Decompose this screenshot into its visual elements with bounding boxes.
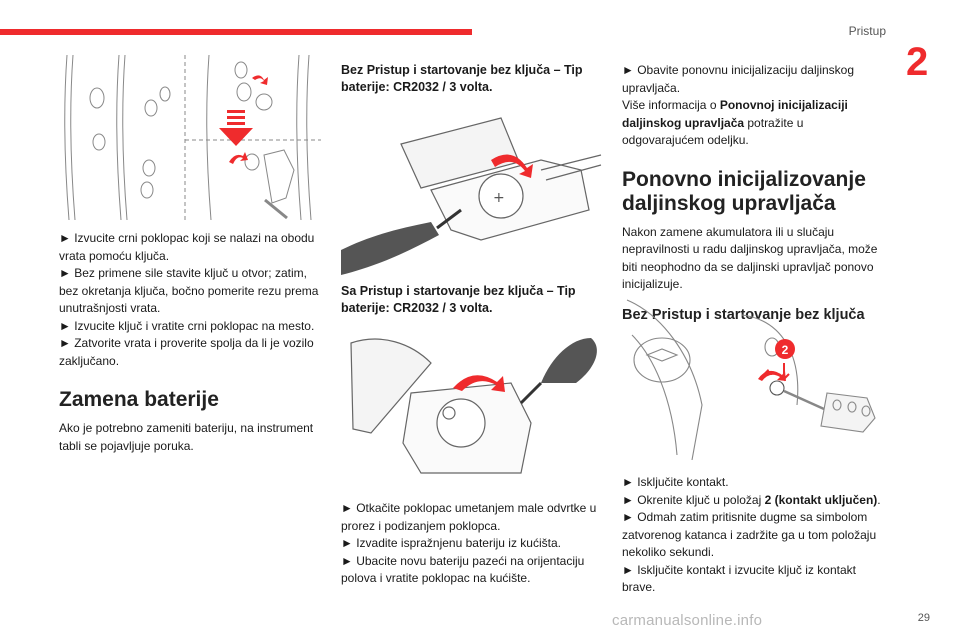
column-3: ► Obavite ponovnu inicijalizaciju daljin… — [622, 62, 884, 334]
turn-key-bold: 2 (kontakt uključen) — [764, 492, 878, 507]
battery-intro: Ako je potrebno zameniti bateriju, na in… — [59, 421, 314, 453]
ignition-key-figure: 2 — [622, 295, 884, 460]
section-title: Pristup — [848, 24, 886, 38]
step-unclip-cover: ► Otkačite poklopac umetanjem male odvrt… — [341, 501, 597, 533]
caption-without-keyless: Bez Pristup i startovanje bez ključa – T… — [341, 63, 583, 94]
reference-note: Više informacija o Ponovnoj inicijalizac… — [622, 97, 884, 150]
battery-heading: Zamena baterije — [59, 388, 219, 411]
reference-prefix: Više informacija o — [622, 98, 720, 112]
caption-2-block: Sa Pristup i startovanje bez ključa – Ti… — [341, 283, 603, 317]
remote-battery-figure-1: + — [341, 110, 603, 275]
reference-suffix: potražite u odgovarajućem odeljku. — [622, 115, 804, 148]
reference-bold: Ponovnoj inicijalizaciji daljinskog upra… — [622, 98, 848, 130]
column-2: Bez Pristup i startovanje bez ključa – T… — [341, 62, 603, 96]
remote-battery-figure-2 — [341, 333, 603, 483]
step-remove-key: ► Isključite kontakt i izvucite ključ iz… — [622, 562, 856, 595]
step-remove-battery: ► Izvadite ispražnjenu bateriju iz kućiš… — [341, 536, 561, 550]
step-reinitialize: ► Obavite ponovnu inicijalizaciju daljin… — [622, 63, 855, 95]
step-close-door: ► Zatvorite vrata i proverite spolja da … — [59, 336, 314, 368]
column-1: ► Izvucite crni poklopac koji se nalazi … — [59, 230, 321, 455]
step-press-lock: ► Odmah zatim pritisnite dugme sa simbol… — [622, 510, 877, 559]
reinit-intro: Nakon zamene akumulatora ili u slučaju n… — [622, 224, 878, 292]
watermark-text: carmanualsonline.info — [612, 612, 763, 629]
turn-key-suffix: . — [877, 492, 881, 507]
step-insert-key: ► Bez primene sile stavite ključ u otvor… — [59, 266, 319, 315]
reinit-heading: Ponovno inicijalizovanje daljinskog upra… — [622, 167, 866, 215]
step-remove-cover: ► Izvucite crni poklopac koji se nalazi … — [59, 231, 315, 263]
step-turn-key: ► Okrenite ključ u položaj 2 (kontakt uk… — [622, 492, 884, 510]
step-refit-cover: ► Izvucite ključ i vratite crni poklopac… — [59, 318, 315, 333]
page-number: 29 — [917, 612, 930, 624]
reinit-subheading: Bez Pristup i startovanje bez ključa — [622, 306, 865, 323]
chapter-number: 2 — [906, 40, 929, 84]
caption-with-keyless: Sa Pristup i startovanje bez ključa – Ti… — [341, 284, 576, 315]
turn-key-prefix: ► Okrenite ključ u položaj — [622, 492, 765, 507]
step-insert-battery: ► Ubacite novu bateriju pazeći na orijen… — [341, 553, 585, 586]
header-accent-bar — [0, 29, 472, 35]
position-badge: 2 — [782, 343, 789, 357]
step-ignition-off: ► Isključite kontakt. — [622, 475, 729, 489]
svg-text:+: + — [493, 190, 505, 206]
door-lock-illustration — [59, 50, 321, 222]
col3-steps: ► Isključite kontakt. ► Okrenite ključ u… — [622, 474, 884, 597]
col2-steps: ► Otkačite poklopac umetanjem male odvrt… — [341, 500, 603, 588]
